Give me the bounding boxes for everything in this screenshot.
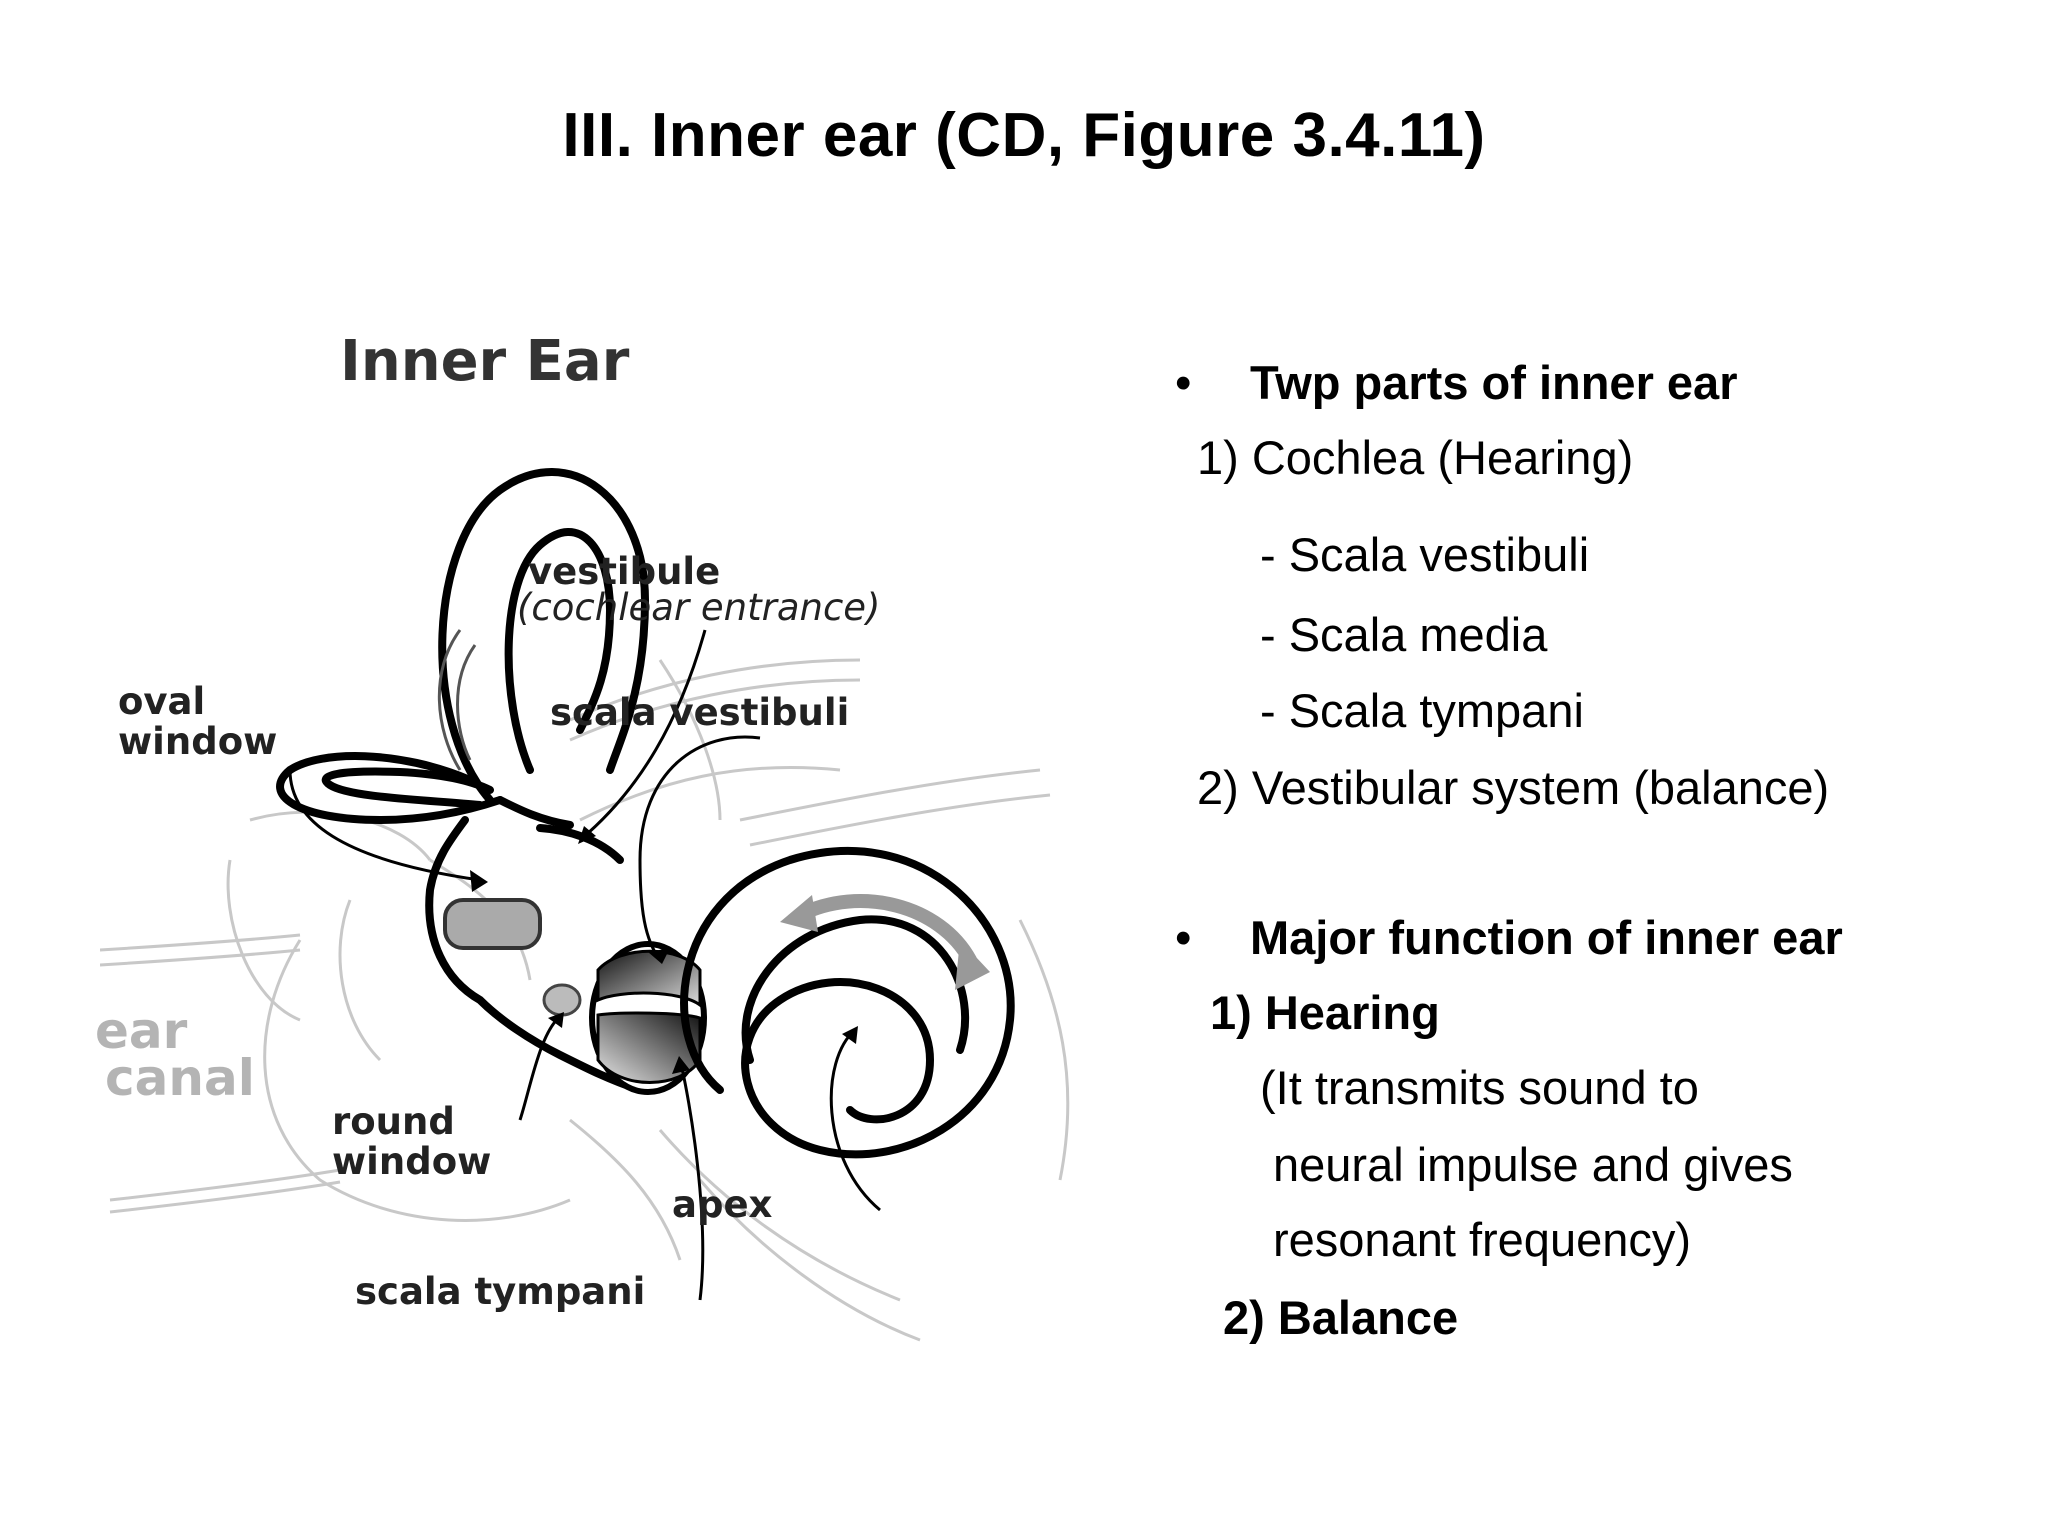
label-apex: apex bbox=[672, 1183, 773, 1226]
oval-window-shape bbox=[443, 898, 542, 950]
cochlea-spiral bbox=[680, 846, 1015, 1159]
round-window-shape bbox=[542, 983, 582, 1017]
section1-sub3: - Scala tympani bbox=[1260, 684, 1584, 737]
canal-thin-lines bbox=[437, 629, 477, 771]
label-round: round bbox=[332, 1100, 455, 1143]
figure-title: Inner Ear bbox=[340, 329, 630, 394]
section1-sub1: - Scala vestibuli bbox=[1260, 528, 1590, 581]
background-anatomy bbox=[100, 658, 1070, 1342]
label-canal: canal bbox=[105, 1049, 255, 1107]
inner-ear-figure: Inner Ear vestibule (cochlear entrance) … bbox=[95, 300, 1120, 1360]
cochlea-double-arrow bbox=[793, 894, 977, 967]
section1-sub2: - Scala media bbox=[1260, 608, 1548, 661]
scala-cross-section bbox=[589, 941, 707, 1095]
label-cochlear-entrance: (cochlear entrance) bbox=[517, 586, 881, 629]
slide-title: III. Inner ear (CD, Figure 3.4.11) bbox=[562, 101, 1486, 170]
arrow-heads bbox=[470, 826, 858, 1074]
section2-desc2: neural impulse and gives bbox=[1273, 1138, 1793, 1191]
section1-item1: 1) Cochlea (Hearing) bbox=[1197, 431, 1634, 484]
label-scala-tympani: scala tympani bbox=[355, 1270, 646, 1313]
label-oval-window: window bbox=[118, 720, 278, 763]
section2-heading: Major function of inner ear bbox=[1250, 911, 1843, 964]
label-round-window: window bbox=[332, 1140, 492, 1183]
section1-heading: Twp parts of inner ear bbox=[1250, 356, 1738, 409]
label-vestibule: vestibule bbox=[528, 550, 721, 593]
bullet-2: • bbox=[1175, 911, 1192, 964]
inner-ear-diagram bbox=[100, 468, 1070, 1342]
leader-lines bbox=[288, 629, 881, 1301]
section2-desc1: (It transmits sound to bbox=[1260, 1061, 1699, 1114]
label-ear: ear bbox=[95, 1002, 188, 1060]
bullet-1: • bbox=[1175, 356, 1192, 409]
section2-item1: 1) Hearing bbox=[1210, 986, 1440, 1039]
section2-desc3: resonant frequency) bbox=[1273, 1213, 1692, 1266]
section1-item2: 2) Vestibular system (balance) bbox=[1197, 761, 1830, 814]
semicircular-canals bbox=[276, 468, 650, 829]
section2-item2: 2) Balance bbox=[1223, 1291, 1459, 1344]
label-oval: oval bbox=[118, 680, 206, 723]
label-scala-vestibuli: scala vestibuli bbox=[550, 691, 850, 734]
